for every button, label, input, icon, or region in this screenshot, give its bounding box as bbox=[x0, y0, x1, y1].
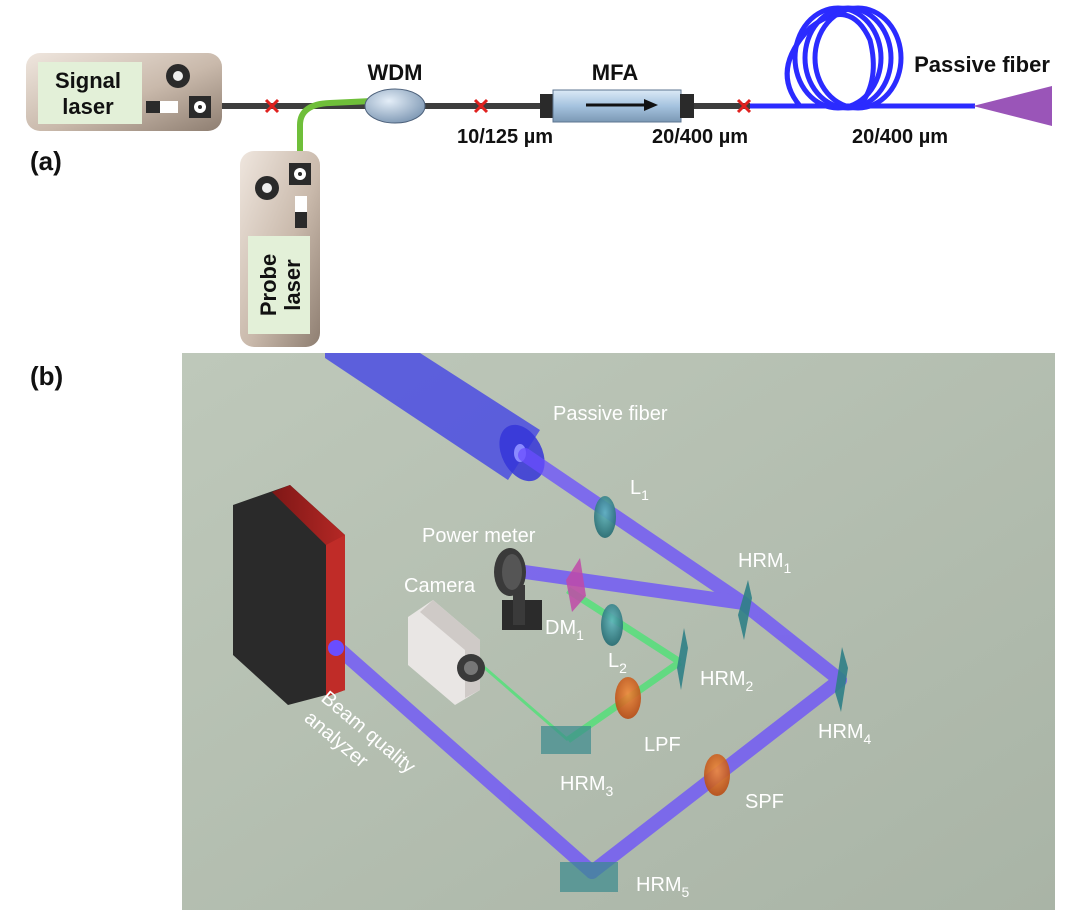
fiber-end-cap bbox=[973, 86, 1052, 126]
fiber-spec-label: 20/400 µm bbox=[652, 126, 748, 148]
probe-fiber bbox=[297, 98, 373, 160]
mirror-hrm1 bbox=[738, 580, 752, 640]
hrm5-label: HRM5 bbox=[636, 874, 690, 900]
probe-laser-line-2: laser bbox=[280, 259, 305, 311]
panel-b: (b) Passive fiber bbox=[30, 353, 1055, 910]
lpf-label: LPF bbox=[644, 734, 681, 756]
mirror-hrm2 bbox=[677, 628, 688, 690]
lens-l1 bbox=[594, 496, 616, 538]
panel-a: (a) Signal laser bbox=[26, 5, 1052, 347]
passive-fiber-coil bbox=[750, 5, 975, 111]
power-meter-label: Power meter bbox=[422, 525, 536, 547]
hrm4-label: HRM4 bbox=[818, 721, 872, 747]
mirror-hrm5 bbox=[560, 862, 618, 892]
camera-label: Camera bbox=[404, 575, 476, 597]
splice-marker bbox=[264, 98, 280, 114]
passive-fiber-label-b: Passive fiber bbox=[553, 403, 668, 425]
passive-fiber-label-a: Passive fiber bbox=[914, 52, 1050, 77]
dm1-label: DM1 bbox=[545, 617, 584, 643]
hrm1-label: HRM1 bbox=[738, 550, 792, 576]
fiber-spec-label: 20/400 µm bbox=[852, 126, 948, 148]
lens-l2-label: L2 bbox=[608, 650, 627, 676]
splice-marker bbox=[736, 98, 752, 114]
wdm-coupler bbox=[364, 88, 426, 124]
mfa-label: MFA bbox=[592, 60, 639, 85]
wdm-label: WDM bbox=[368, 60, 423, 85]
probe-laser-box: Probe laser bbox=[240, 151, 320, 347]
spf-label: SPF bbox=[745, 791, 784, 813]
short-pass-filter bbox=[704, 754, 730, 796]
mirror-hrm4 bbox=[835, 647, 848, 712]
signal-laser-line-2: laser bbox=[62, 94, 114, 119]
mfa-component bbox=[540, 89, 694, 123]
splice-marker bbox=[473, 98, 489, 114]
lens-l2 bbox=[601, 604, 623, 646]
mirror-hrm3 bbox=[541, 726, 591, 754]
fiber-spec-label: 10/125 µm bbox=[457, 126, 553, 148]
hrm2-label: HRM2 bbox=[700, 668, 754, 694]
signal-laser-line-1: Signal bbox=[55, 68, 121, 93]
panel-a-label: (a) bbox=[30, 146, 62, 176]
hrm3-label: HRM3 bbox=[560, 773, 614, 799]
beam-quality-analyzer bbox=[233, 485, 345, 705]
lens-l1-label: L1 bbox=[630, 477, 649, 503]
panel-b-label: (b) bbox=[30, 361, 63, 391]
arrow-right-icon bbox=[644, 99, 658, 111]
long-pass-filter bbox=[615, 677, 641, 719]
signal-laser-box: Signal laser bbox=[26, 53, 222, 131]
dichroic-mirror-dm1 bbox=[566, 558, 586, 612]
power-meter bbox=[494, 548, 542, 630]
camera bbox=[408, 600, 485, 705]
probe-laser-line-1: Probe bbox=[256, 254, 281, 316]
